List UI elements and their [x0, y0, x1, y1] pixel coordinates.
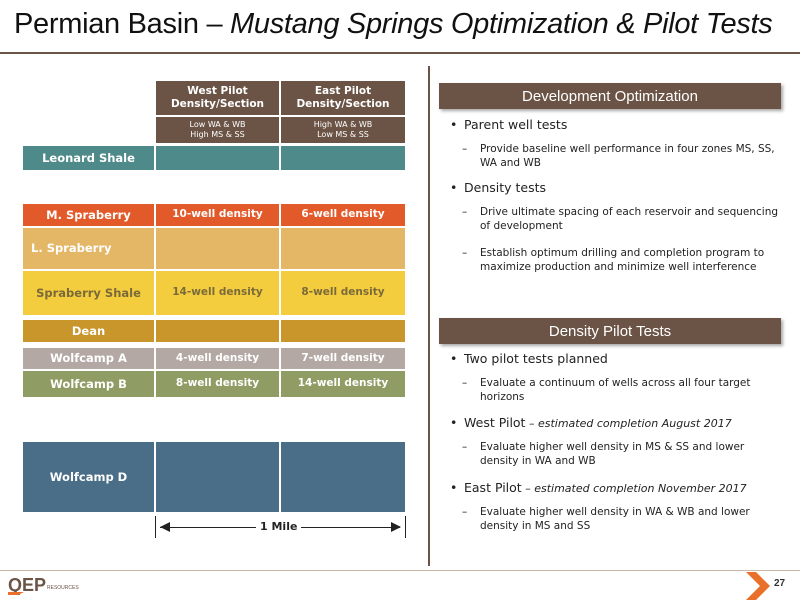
header-west-pilot: West Pilot Density/Section	[155, 80, 280, 116]
slide-title: Permian Basin – Mustang Springs Optimiza…	[14, 8, 773, 52]
page-number: 27	[774, 578, 786, 589]
sub-bullet-baseline: –Provide baseline well performance in fo…	[462, 143, 775, 169]
cell-m-spraberry-east: 6-well density	[280, 203, 406, 227]
logo-subtext: RESOURCES	[47, 585, 79, 591]
title-divider	[0, 52, 800, 54]
row-label-m-spraberry: M. Spraberry	[22, 203, 155, 227]
logo-wordmark: QEP	[8, 575, 46, 595]
cell-wolfcamp-b-west: 8-well density	[155, 370, 280, 398]
scale-tick-left	[155, 516, 156, 538]
row-label-dean: Dean	[22, 319, 155, 343]
bullet-dot-icon: •	[450, 351, 458, 366]
bullet-dot-icon: •	[450, 415, 458, 430]
row-label-leonard-shale: Leonard Shale	[22, 145, 155, 171]
footer-divider	[0, 570, 800, 571]
bullet-east-pilot: •East Pilot – estimated completion Novem…	[450, 480, 747, 495]
vertical-divider	[428, 66, 430, 566]
qep-logo: QEP RESOURCES	[6, 574, 96, 596]
cell-wolfcamp-d-east	[280, 441, 406, 513]
sub-bullet-ultimate-spacing: –Drive ultimate spacing of each reservoi…	[462, 206, 779, 232]
bullet-dot-icon: •	[450, 480, 458, 495]
row-label-wolfcamp-b: Wolfcamp B	[22, 370, 155, 398]
bullet-dot-icon: •	[450, 180, 458, 195]
subheader-east: High WA & WB Low MS & SS	[280, 116, 406, 144]
density-pilot-tests-heading: Density Pilot Tests	[439, 318, 781, 344]
chevron-decoration-icon	[746, 572, 770, 600]
cell-dean-west	[155, 319, 280, 343]
row-label-wolfcamp-d: Wolfcamp D	[22, 441, 155, 513]
cell-wolfcamp-d-west	[155, 441, 280, 513]
cell-wolfcamp-a-east: 7-well density	[280, 347, 406, 370]
bullet-dot-icon: •	[450, 117, 458, 132]
scale-tick-right	[405, 516, 406, 538]
cell-wolfcamp-a-west: 4-well density	[155, 347, 280, 370]
sub-bullet-east-density: –Evaluate higher well density in WA & WB…	[462, 506, 750, 532]
arrow-left-icon	[160, 522, 170, 532]
bullet-west-pilot: •West Pilot – estimated completion Augus…	[450, 415, 732, 430]
cell-wolfcamp-b-east: 14-well density	[280, 370, 406, 398]
cell-spraberry-shale-west: 14-well density	[155, 270, 280, 316]
subheader-west: Low WA & WB High MS & SS	[155, 116, 280, 144]
row-label-spraberry-shale: Spraberry Shale	[22, 270, 155, 316]
cell-m-spraberry-west: 10-well density	[155, 203, 280, 227]
bullet-two-pilot-tests: •Two pilot tests planned	[450, 351, 608, 366]
header-east-pilot: East Pilot Density/Section	[280, 80, 406, 116]
sub-bullet-optimum-drilling: –Establish optimum drilling and completi…	[462, 247, 765, 273]
cell-leonard-west	[155, 145, 280, 171]
sub-bullet-west-density: –Evaluate higher well density in MS & SS…	[462, 441, 745, 467]
row-label-l-spraberry: L. Spraberry	[22, 227, 155, 270]
bullet-parent-well-tests: •Parent well tests	[450, 117, 568, 132]
development-optimization-heading: Development Optimization	[439, 83, 781, 109]
title-prefix: Permian Basin –	[14, 8, 231, 40]
arrow-right-icon	[391, 522, 401, 532]
row-label-wolfcamp-a: Wolfcamp A	[22, 347, 155, 370]
title-italic: Mustang Springs Optimization & Pilot Tes…	[230, 8, 773, 40]
scale-label: 1 Mile	[256, 520, 302, 533]
cell-spraberry-shale-east: 8-well density	[280, 270, 406, 316]
cell-dean-east	[280, 319, 406, 343]
bullet-density-tests: •Density tests	[450, 180, 547, 195]
cell-l-spraberry-east	[280, 227, 406, 270]
sub-bullet-continuum: –Evaluate a continuum of wells across al…	[462, 377, 751, 403]
cell-l-spraberry-west	[155, 227, 280, 270]
cell-leonard-east	[280, 145, 406, 171]
